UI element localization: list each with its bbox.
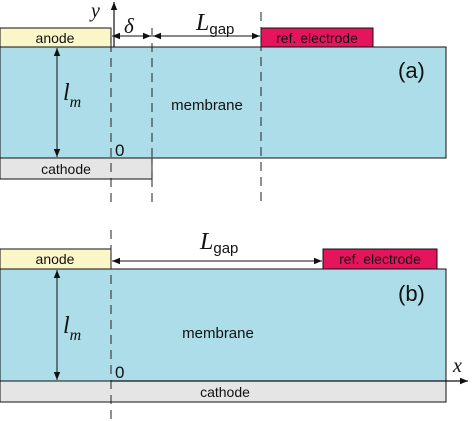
panel-tag-b: (b) [398, 281, 425, 306]
lm-sub-a: m [70, 94, 82, 111]
membrane-label-b: membrane [182, 325, 254, 342]
lgap-main-b: L [199, 229, 213, 255]
origin-label-b: 0 [115, 363, 124, 382]
panel-a: y δ Lgap lm anode ref. electrode membran… [0, 0, 447, 204]
lgap-sub-a: gap [209, 21, 234, 38]
ref-electrode-label-a: ref. electrode [276, 30, 358, 46]
lgap-label-b: Lgap [199, 229, 238, 257]
membrane-b [0, 268, 447, 382]
lgap-label-a: Lgap [195, 10, 234, 38]
lm-sub-b: m [70, 327, 82, 344]
delta-label: δ [124, 14, 135, 38]
anode-b [0, 248, 112, 270]
ref-electrode-label-b: ref. electrode [339, 251, 421, 267]
panel-tag-a: (a) [398, 58, 425, 83]
cathode-label-b: cathode [200, 384, 250, 400]
anode-a [0, 27, 112, 48]
lm-label-a: lm [63, 80, 81, 111]
anode-label-b: anode [36, 251, 75, 267]
lgap-main-a: L [195, 10, 209, 36]
y-axis-label: y [89, 0, 100, 22]
ref-electrode-a [260, 27, 374, 48]
x-axis-label: x [452, 355, 462, 377]
lm-main-a: l [63, 80, 70, 106]
cathode-label-a: cathode [41, 161, 91, 177]
lm-label-b: lm [63, 313, 81, 344]
lgap-sub-b: gap [213, 240, 238, 257]
membrane-a [0, 46, 447, 159]
membrane-label-a: membrane [171, 97, 243, 114]
origin-label-a: 0 [115, 141, 124, 160]
lm-main-b: l [63, 313, 70, 339]
ref-electrode-b [322, 248, 438, 270]
panel-b: x Lgap lm anode ref. electrode membrane … [0, 229, 468, 421]
anode-label-a: anode [36, 30, 75, 46]
